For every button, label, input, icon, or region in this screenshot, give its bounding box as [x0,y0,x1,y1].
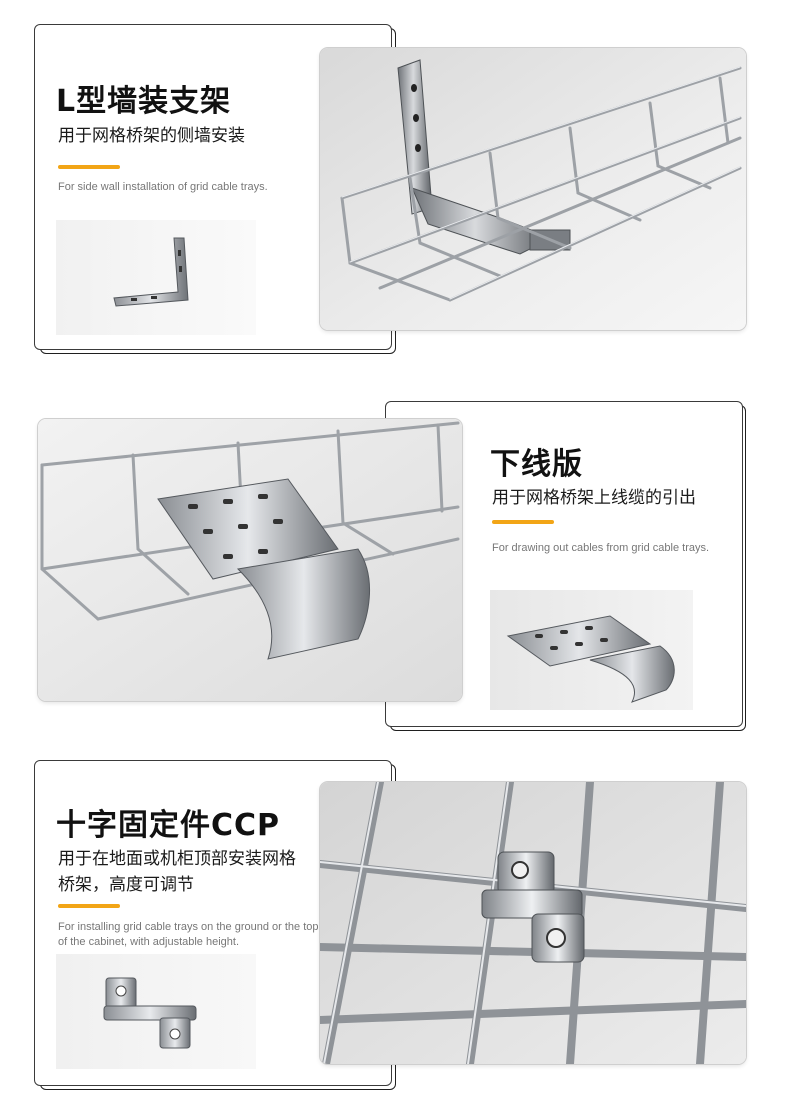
section-subtitle: 用于网格桥架上线缆的引出 [492,488,696,508]
section-title: L型墙装支架 [56,84,232,119]
section-subtitle: 用于网格桥架的侧墙安装 [58,126,245,146]
section-title: 十字固定件CCP [56,808,281,843]
l-bracket-icon [56,220,256,335]
section-l-bracket: L型墙装支架 用于网格桥架的侧墙安装 For side wall install… [0,0,790,370]
section-subtitle: 用于在地面或机柜顶部安装网格桥架，高度可调节 [58,849,296,895]
ccp-fixing-icon [56,954,256,1069]
drop-out-plate-tray-photo [38,419,462,701]
accent-bar [58,904,120,908]
accent-bar [58,165,120,169]
drop-out-plate-icon [490,590,693,710]
english-caption: For drawing out cables from grid cable t… [492,542,710,554]
section-title: 下线版 [490,447,583,482]
wall-mounted-tray-photo [320,48,746,330]
accent-bar [492,520,554,524]
section-ccp-fixing: 十字固定件CCP 用于在地面或机柜顶部安装网格桥架，高度可调节 For inst… [0,748,790,1120]
english-caption: For side wall installation of grid cable… [58,181,268,193]
section-drop-out-plate: 下线版 用于网格桥架上线缆的引出 For drawing out cables … [0,375,790,745]
english-caption: For installing grid cable trays on the g… [58,921,319,948]
ccp-clamp-closeup-photo [320,782,746,1064]
